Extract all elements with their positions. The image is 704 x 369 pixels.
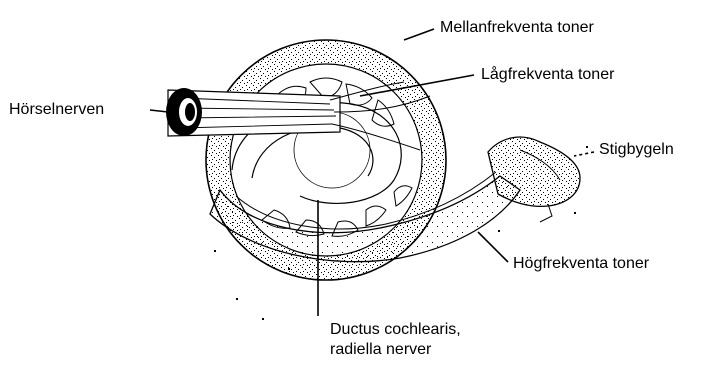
label-ductus-line2: radiella nerver xyxy=(330,340,461,360)
leader-stigbygeln xyxy=(574,152,594,156)
label-hogfrekventa-toner: Högfrekventa toner xyxy=(513,254,649,273)
leader-hogfrekventa xyxy=(478,232,508,262)
leader-horselnerven xyxy=(150,110,168,112)
label-ductus-line1: Ductus cochlearis, xyxy=(330,320,461,340)
leader-mellanfrekventa xyxy=(404,29,434,40)
label-horselnerven: Hörselnerven xyxy=(9,100,104,119)
label-ductus-cochlearis: Ductus cochlearis, radiella nerver xyxy=(330,320,461,360)
label-mellanfrekventa-toner: Mellanfrekventa toner xyxy=(440,18,594,37)
label-stigbygeln: Stigbygeln xyxy=(599,140,674,159)
label-lagfrekventa-toner: Lågfrekventa toner xyxy=(481,65,614,84)
